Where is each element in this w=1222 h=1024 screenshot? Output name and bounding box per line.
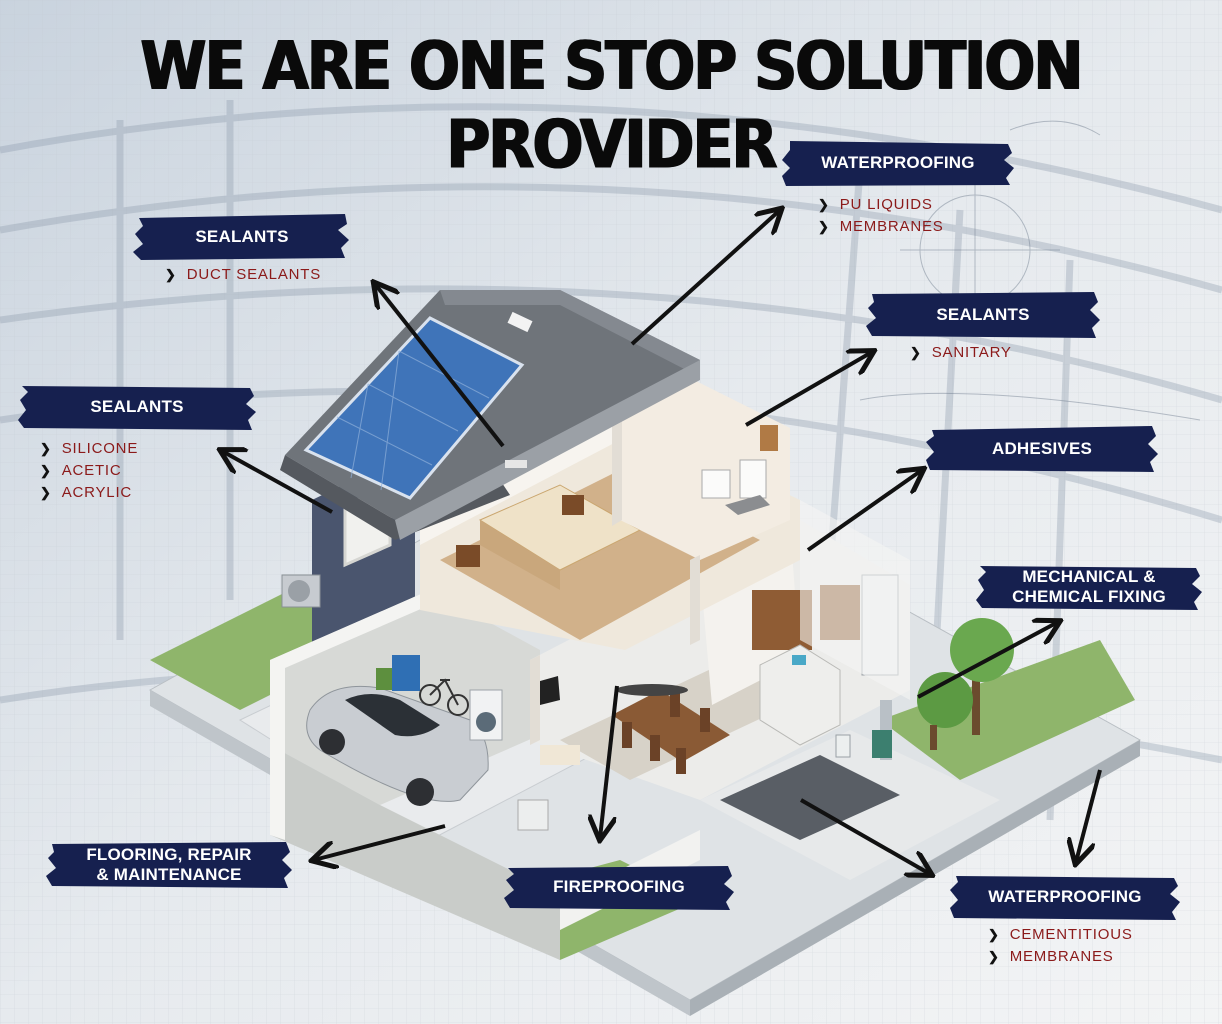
- callout-adhesives: ADHESIVES: [926, 424, 1158, 474]
- car: [306, 685, 489, 806]
- mechanical-label-line1: MECHANICAL &: [1022, 567, 1156, 586]
- list-item: ❯CEMENTITIOUS: [988, 924, 1180, 946]
- arrow-icon: [917, 622, 1058, 699]
- chevron-right-icon: ❯: [988, 949, 1000, 964]
- chevron-right-icon: ❯: [40, 485, 52, 500]
- chevron-right-icon: ❯: [40, 441, 52, 456]
- callout-fireproofing: FIREPROOFING: [504, 862, 734, 912]
- list-item: ❯ACETIC: [40, 460, 256, 482]
- arrow-icon: [1076, 769, 1102, 862]
- arrow-icon: [630, 210, 780, 346]
- chevron-right-icon: ❯: [988, 927, 1000, 942]
- callout-mechanical-fixing: MECHANICAL &CHEMICAL FIXING: [976, 562, 1202, 612]
- sealants-banner: SEALANTS: [133, 212, 351, 262]
- item-list: ❯SILICONE ❯ACETIC ❯ACRYLIC: [40, 438, 256, 504]
- list-item: ❯MEMBRANES: [818, 216, 1014, 238]
- garage-wall: [270, 590, 430, 840]
- callout-sealants-roof: SEALANTS ❯DUCT SEALANTS: [133, 212, 351, 286]
- list-item: ❯SILICONE: [40, 438, 256, 460]
- arrow-icon: [744, 352, 872, 427]
- waterproofing-banner: WATERPROOFING: [950, 872, 1180, 922]
- arrow-icon: [806, 470, 922, 552]
- arrow-icon: [800, 798, 930, 874]
- list-item: ❯SANITARY: [910, 342, 1100, 364]
- sealants-label: SEALANTS: [90, 397, 184, 416]
- item-list: ❯SANITARY: [910, 342, 1100, 364]
- fireproofing-banner: FIREPROOFING: [504, 862, 734, 912]
- chevron-right-icon: ❯: [818, 219, 830, 234]
- chevron-right-icon: ❯: [818, 197, 830, 212]
- flooring-label-line1: FLOORING, REPAIR: [86, 845, 252, 864]
- arrow-icon: [222, 451, 333, 514]
- arrows: [222, 210, 1102, 874]
- tree: [917, 618, 1014, 750]
- mechanical-banner: MECHANICAL &CHEMICAL FIXING: [976, 562, 1202, 612]
- list-item: ❯MEMBRANES: [988, 946, 1180, 968]
- flooring-label-line2: & MAINTENANCE: [96, 865, 242, 884]
- arrow-icon: [314, 824, 446, 860]
- adhesives-banner: ADHESIVES: [926, 424, 1158, 474]
- dining-table: [612, 690, 730, 762]
- list-item: ❯PU LIQUIDS: [818, 194, 1014, 216]
- list-item: ❯DUCT SEALANTS: [165, 264, 351, 286]
- sealants-banner: SEALANTS: [866, 290, 1100, 340]
- flooring-banner: FLOORING, REPAIR& MAINTENANCE: [46, 840, 292, 890]
- list-item: ❯ACRYLIC: [40, 482, 256, 504]
- sealants-banner: SEALANTS: [18, 382, 256, 432]
- item-list: ❯DUCT SEALANTS: [165, 264, 351, 286]
- callout-sealants-bath: SEALANTS ❯SANITARY: [866, 290, 1100, 364]
- item-list: ❯PU LIQUIDS ❯MEMBRANES: [818, 194, 1014, 238]
- chevron-right-icon: ❯: [910, 345, 922, 360]
- fireproofing-label: FIREPROOFING: [553, 877, 685, 896]
- page-title: WE ARE ONE STOP SOLUTION PROVIDER: [140, 27, 1083, 185]
- item-list: ❯CEMENTITIOUS ❯MEMBRANES: [988, 924, 1180, 968]
- callout-waterproofing-base: WATERPROOFING ❯CEMENTITIOUS ❯MEMBRANES: [950, 872, 1180, 968]
- arrow-icon: [600, 685, 619, 838]
- waterproofing-label: WATERPROOFING: [821, 153, 975, 172]
- mechanical-label-line2: CHEMICAL FIXING: [1012, 587, 1166, 606]
- arrow-icon: [375, 284, 505, 448]
- chevron-right-icon: ❯: [40, 463, 52, 478]
- adhesives-label: ADHESIVES: [991, 439, 1093, 458]
- sealants-label: SEALANTS: [195, 227, 289, 246]
- sealants-label: SEALANTS: [936, 305, 1030, 324]
- callout-waterproofing-roof: WATERPROOFING ❯PU LIQUIDS ❯MEMBRANES: [782, 138, 1014, 238]
- waterproofing-label: WATERPROOFING: [988, 887, 1142, 906]
- chevron-right-icon: ❯: [165, 267, 177, 282]
- callout-sealants-wall: SEALANTS ❯SILICONE ❯ACETIC ❯ACRYLIC: [18, 382, 256, 504]
- waterproofing-banner: WATERPROOFING: [782, 138, 1014, 188]
- callout-flooring: FLOORING, REPAIR& MAINTENANCE: [46, 840, 292, 890]
